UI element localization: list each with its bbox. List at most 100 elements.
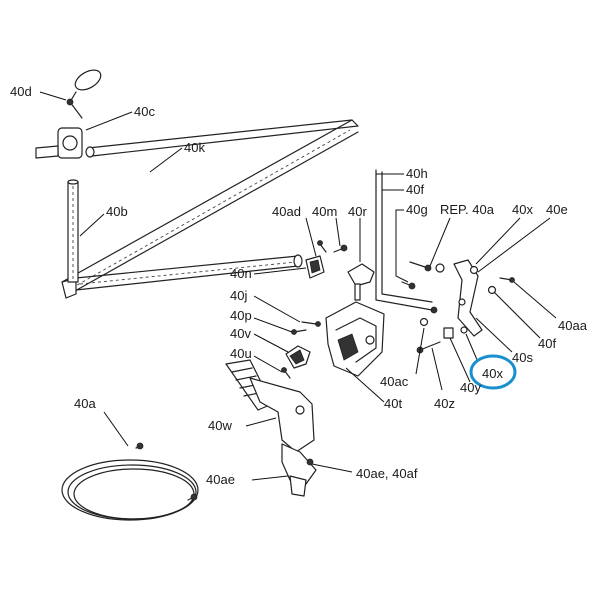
leader-40z [431, 347, 443, 391]
gun-grip-ribs [231, 367, 265, 397]
nut-40f-right [487, 285, 497, 295]
label-40h: 40h [406, 166, 428, 181]
leader-40s [475, 317, 513, 353]
bracket-40t-hole [365, 335, 375, 345]
spacer-40y-body [443, 327, 454, 339]
gun-body [249, 377, 315, 453]
block-40v-shade [289, 349, 305, 365]
washer-40x-body [460, 326, 468, 334]
leader-40v [253, 333, 289, 353]
bracket-vertical [375, 169, 433, 311]
nut-40f-top [435, 263, 445, 273]
hose-end-nut [190, 493, 198, 501]
screw-40z-shank [419, 341, 441, 351]
leader-40n [253, 267, 307, 275]
label-40t: 40t [384, 396, 402, 411]
spring-pin-40d [66, 69, 102, 119]
label-40p: 40p [230, 308, 252, 323]
base-bar-edge-1 [61, 119, 353, 283]
label-40n: 40n [230, 266, 252, 281]
hose-40a [61, 442, 199, 521]
leader-40f-right [493, 291, 541, 339]
screw-40p-head [291, 329, 297, 335]
washer-40x [460, 326, 468, 334]
label-40v: 40v [230, 326, 251, 341]
screw-40aa [499, 277, 515, 283]
leader-40t [345, 367, 385, 403]
block-40n [305, 255, 325, 279]
knob-40r-grip [347, 263, 375, 287]
leader-rep40a [429, 217, 451, 267]
leader-40x-top [475, 217, 521, 265]
label-40y: 40y [460, 380, 481, 395]
label-40ae-40af: 40ae, 40af [356, 466, 418, 481]
label-40e: 40e [546, 202, 568, 217]
label-40z: 40z [434, 396, 455, 411]
screw-40ad-head [317, 240, 323, 246]
nut-40f-top-body [435, 263, 445, 273]
screw-40ad [317, 240, 327, 253]
screw-40u [281, 367, 291, 379]
label-40b: 40b [106, 204, 128, 219]
label-40u: 40u [230, 346, 252, 361]
leader-40d [39, 91, 67, 101]
washer-40e-body [469, 265, 479, 275]
label-40d: 40d [10, 84, 32, 99]
leader-40k [149, 147, 183, 173]
bracket-40t-inner [335, 317, 377, 363]
screw-40p [291, 329, 307, 335]
base-bar-hidden [71, 129, 351, 289]
label-40c: 40c [134, 104, 155, 119]
hose-coil-1 [61, 459, 199, 521]
bracket-40t [325, 301, 385, 377]
leader-40m [335, 217, 341, 247]
leader-40e [477, 217, 551, 273]
frame-assembly [61, 119, 359, 299]
leader-40p [253, 317, 293, 333]
label-40a: 40a [74, 396, 96, 411]
leader-lines [39, 91, 557, 481]
bracket-vertical-line [375, 169, 433, 311]
leader-40g [395, 209, 409, 283]
label-40s: 40s [512, 350, 533, 365]
screw-40m-head [340, 244, 348, 252]
bracket-40t-body [325, 301, 385, 377]
screw-40m [333, 244, 348, 253]
leader-40a [103, 411, 129, 447]
crossbar-bottom [75, 265, 299, 291]
label-40m: 40m [312, 204, 337, 219]
label-40ad: 40ad [272, 204, 301, 219]
crossbar-end [293, 254, 303, 268]
label-40w: 40w [208, 418, 232, 433]
label-40aa: 40aa [558, 318, 588, 333]
bracket-40s-hole [458, 298, 466, 306]
nut-40f-right-body [487, 285, 497, 295]
bracket-40t-shade [337, 333, 359, 361]
screw-40h [409, 261, 432, 272]
label-rep-40a: REP. 40a [440, 202, 495, 217]
spray-gun-40w [225, 359, 317, 497]
leader-40ac [415, 327, 425, 375]
highlight-ring [469, 354, 517, 390]
leader-40ae [251, 475, 289, 481]
leader-40c [85, 111, 133, 131]
nut-40ac-body [419, 317, 429, 327]
tube-40k [87, 119, 359, 157]
knob-40r-stem [354, 283, 361, 301]
leader-40j [253, 295, 301, 323]
leader-40b [79, 213, 105, 237]
spacer-40y [443, 327, 454, 339]
bracket-40s-body [453, 259, 483, 337]
screw-40j-head [315, 321, 321, 327]
screw-40j [301, 321, 321, 327]
gun-pivot [295, 405, 305, 415]
crossbar-hidden [79, 261, 297, 285]
leader-40ad [305, 217, 317, 257]
callout-labels: 40d 40c 40k 40b 40ad 40m 40r 40h 40f 40g… [10, 84, 588, 487]
clamp-bore [62, 135, 78, 151]
spring-pin-wire [69, 91, 83, 119]
label-40ae: 40ae [206, 472, 235, 487]
label-40j: 40j [230, 288, 247, 303]
